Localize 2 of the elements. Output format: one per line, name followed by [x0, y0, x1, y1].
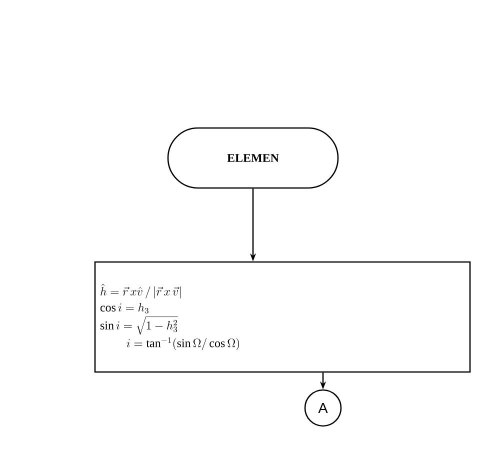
process-box: $\hat{h} = \vec{r}\, x \hat{v} \,/\, |\vec{r} \, x \, \vec{v}|$ $\cos i = h_3$ $\sin i = \sqrt{1 - h_3^2}$ $i = \tan^{-1}(\sin\Omega / \cos\Omega)$: [94, 261, 471, 373]
terminal-box: ELEMEN: [167, 127, 339, 189]
